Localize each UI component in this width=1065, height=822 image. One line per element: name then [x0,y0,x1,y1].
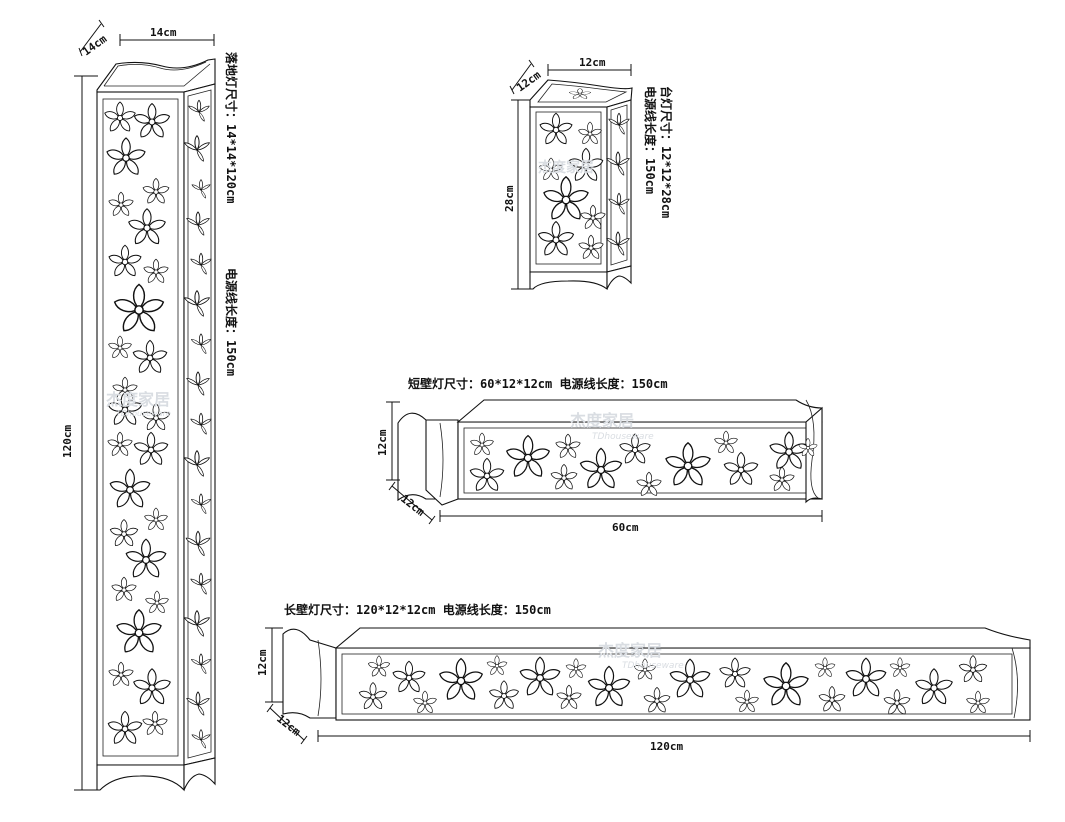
floor-lamp-depth-label: 14cm [80,32,109,58]
floor-lamp-cord-text: 电源线长度：150cm [224,268,239,376]
svg-text:TDhouseware: TDhouseware [592,432,654,442]
table-lamp-spec-text: 台灯尺寸：12*12*28cm [659,86,674,218]
long-wall-lamp-title: 长壁灯尺寸：120*12*12cm 电源线长度：150cm [284,602,551,617]
svg-text:杰度家居: 杰度家居 [570,411,634,430]
svg-text:杰度家居: 杰度家居 [106,390,170,409]
long-wall-lamp-length-label: 120cm [650,740,683,753]
short-wall-lamp-watermark: 杰度家居 TDhouseware [570,411,654,442]
table-lamp-dimensions: 12cm 12cm 28cm [503,56,632,290]
floor-lamp-width-label: 14cm [150,26,177,39]
short-wall-lamp-height-label: 12cm [376,429,389,456]
table-lamp-drawing: 杰度家居 12cm 12cm 28cm 台灯尺寸：12*12*28cm 电源线长… [503,56,674,291]
table-lamp-width-label: 12cm [579,56,606,69]
floor-lamp-height-label: 120cm [61,425,74,458]
short-wall-lamp-title: 短壁灯尺寸：60*12*12cm 电源线长度：150cm [408,376,668,391]
svg-text:TDhouseware: TDhouseware [622,661,684,671]
table-lamp-cord-text: 电源线长度：150cm [643,86,658,194]
long-wall-lamp-drawing: 长壁灯尺寸：120*12*12cm 电源线长度：150cm [256,602,1031,753]
long-wall-lamp-height-label: 12cm [256,649,269,676]
floor-lamp-spec-text: 落地灯尺寸：14*14*120cm [224,52,239,203]
long-wall-lamp-watermark: 杰度家居 TDhouseware [598,641,684,671]
short-wall-lamp-drawing: 短壁灯尺寸：60*12*12cm 电源线长度：150cm 杰 [376,376,823,534]
short-wall-lamp-dimensions: 12cm 12cm 60cm [376,401,823,534]
table-lamp-watermark: 杰度家居 [538,159,594,176]
svg-text:杰度家居: 杰度家居 [538,159,594,176]
floor-lamp-drawing: 杰度家居 TDhouseware 14cm 14cm 120cm 落地灯尺寸：1… [61,19,239,792]
short-wall-lamp-length-label: 60cm [612,521,639,534]
table-lamp-height-label: 28cm [503,185,516,212]
floor-lamp-watermark: 杰度家居 TDhouseware [106,390,171,418]
svg-text:杰度家居: 杰度家居 [598,641,662,660]
svg-text:TDhouseware: TDhouseware [116,409,171,418]
